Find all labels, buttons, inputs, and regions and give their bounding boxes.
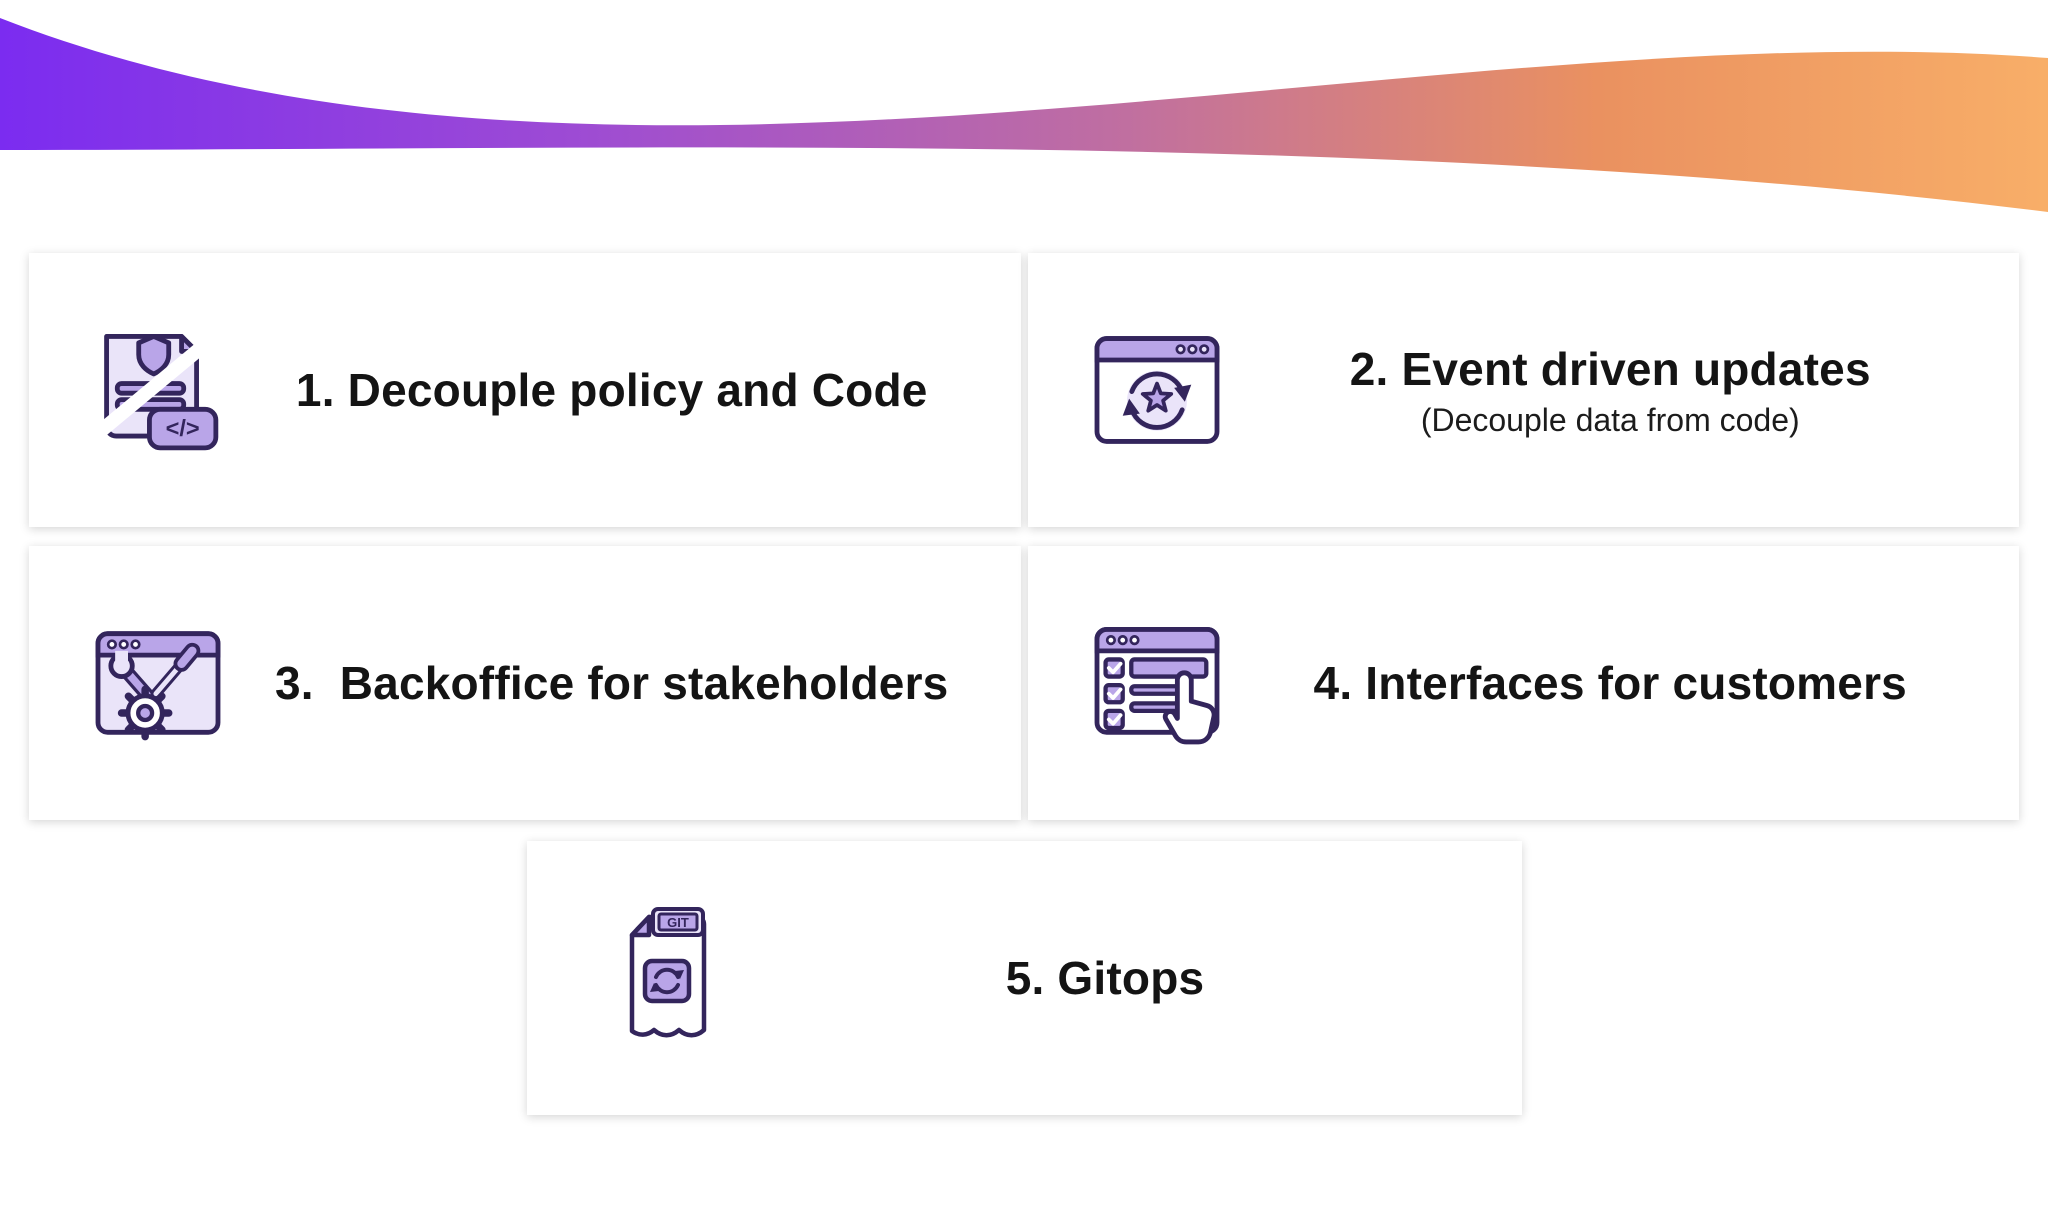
- header-gradient-wave: [0, 0, 2048, 230]
- git-file-icon: GIT: [629, 907, 706, 1038]
- event-sync-browser-icon: [1094, 336, 1219, 444]
- git-label-text: GIT: [667, 915, 689, 930]
- backoffice-tools-browser-icon: [95, 631, 221, 741]
- card-subtitle: (Decouple data from code): [1420, 401, 1800, 438]
- card-text: 1. Decouple policy and Code: [233, 363, 991, 417]
- gradient-wave-svg: [0, 18, 2048, 212]
- card-title: 4. Interfaces for customers: [1313, 657, 1907, 709]
- card-title: 5. Gitops: [1005, 952, 1205, 1004]
- card-text: 3. Backoffice for stakeholders: [233, 656, 991, 710]
- card-text: 5. Gitops: [719, 951, 1492, 1005]
- card-decouple-policy: </> 1. Decouple policy and Code: [29, 253, 1021, 527]
- cards-grid: </> 1. Decouple policy and Code: [29, 253, 2019, 1115]
- hand-cursor-icon: [1162, 670, 1216, 745]
- card-gitops: GIT 5. Gitops: [526, 841, 1522, 1115]
- code-tag-text: </>: [166, 415, 200, 441]
- card-title: 3. Backoffice for stakeholders: [275, 657, 949, 709]
- card-title: 1. Decouple policy and Code: [295, 364, 928, 416]
- policy-document-icon: </>: [83, 334, 219, 452]
- customer-interface-form-icon: [1094, 627, 1219, 745]
- card-event-driven-updates: 2. Event driven updates (Decouple data f…: [1027, 253, 2019, 527]
- card-text: 2. Event driven updates (Decouple data f…: [1232, 342, 1990, 439]
- card-backoffice-stakeholders: 3. Backoffice for stakeholders: [29, 546, 1021, 820]
- card-title: 2. Event driven updates: [1349, 342, 1871, 395]
- gitops-row: GIT 5. Gitops: [29, 839, 2019, 1115]
- card-text: 4. Interfaces for customers: [1232, 656, 1990, 710]
- card-interfaces-customers: 4. Interfaces for customers: [1027, 546, 2019, 820]
- cards-area: </> 1. Decouple policy and Code: [29, 253, 2019, 1115]
